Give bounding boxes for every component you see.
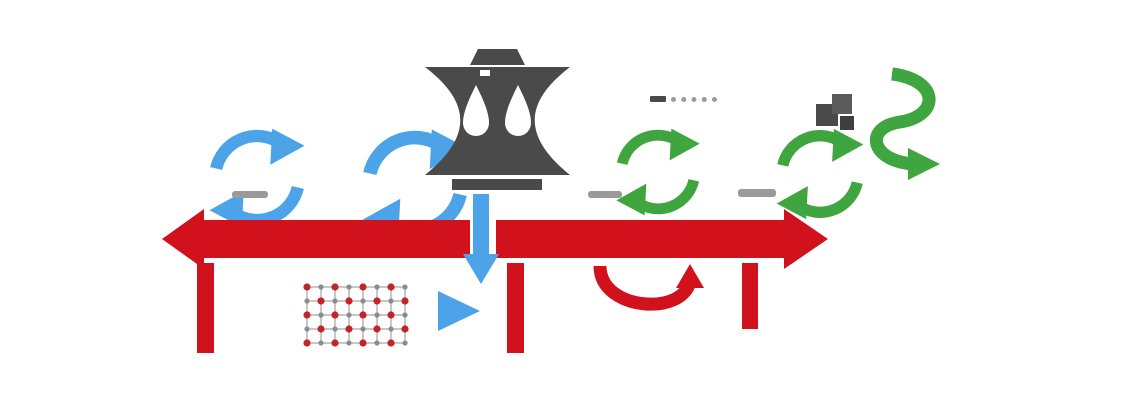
cube-3 [840,116,854,130]
small-label-mark-1 [232,191,268,198]
vertical-stroke-red-2 [507,263,524,353]
ampoule-right [505,85,531,136]
furnace-base [452,179,542,190]
u-turn-arrow-red-icon [593,264,704,311]
lattice-atoms [303,283,409,347]
cube-2 [832,94,852,114]
crystal-cubes-icon [816,94,854,130]
mixing-cycle-blue-2-icon [287,58,417,184]
small-label-mark-3 [738,189,776,197]
anneal-cycle-green-1-icon [558,72,658,172]
furnace-vent [480,70,490,76]
down-arrow-blue-icon [463,194,499,284]
minus-dash-icon [650,96,666,102]
crystal-lattice-icon [303,283,409,347]
vertical-stroke-red-1 [197,263,214,353]
dotted-separator-icon [671,97,717,102]
mixing-cycle-blue-1-icon [143,62,257,180]
furnace-chimney [470,49,525,65]
furnace-ampoules-icon [425,49,570,190]
left-arrow-red-icon [162,209,470,269]
vertical-stroke-red-3 [742,263,758,329]
furnace-body [425,67,570,175]
small-label-mark-2 [588,191,622,198]
s-curve-arrow-green-icon [869,67,940,180]
ampoule-left [463,85,489,136]
right-triangle-blue-icon [438,291,480,331]
anneal-cycle-green-2-icon [716,70,820,174]
right-arrow-red-icon [496,209,828,269]
